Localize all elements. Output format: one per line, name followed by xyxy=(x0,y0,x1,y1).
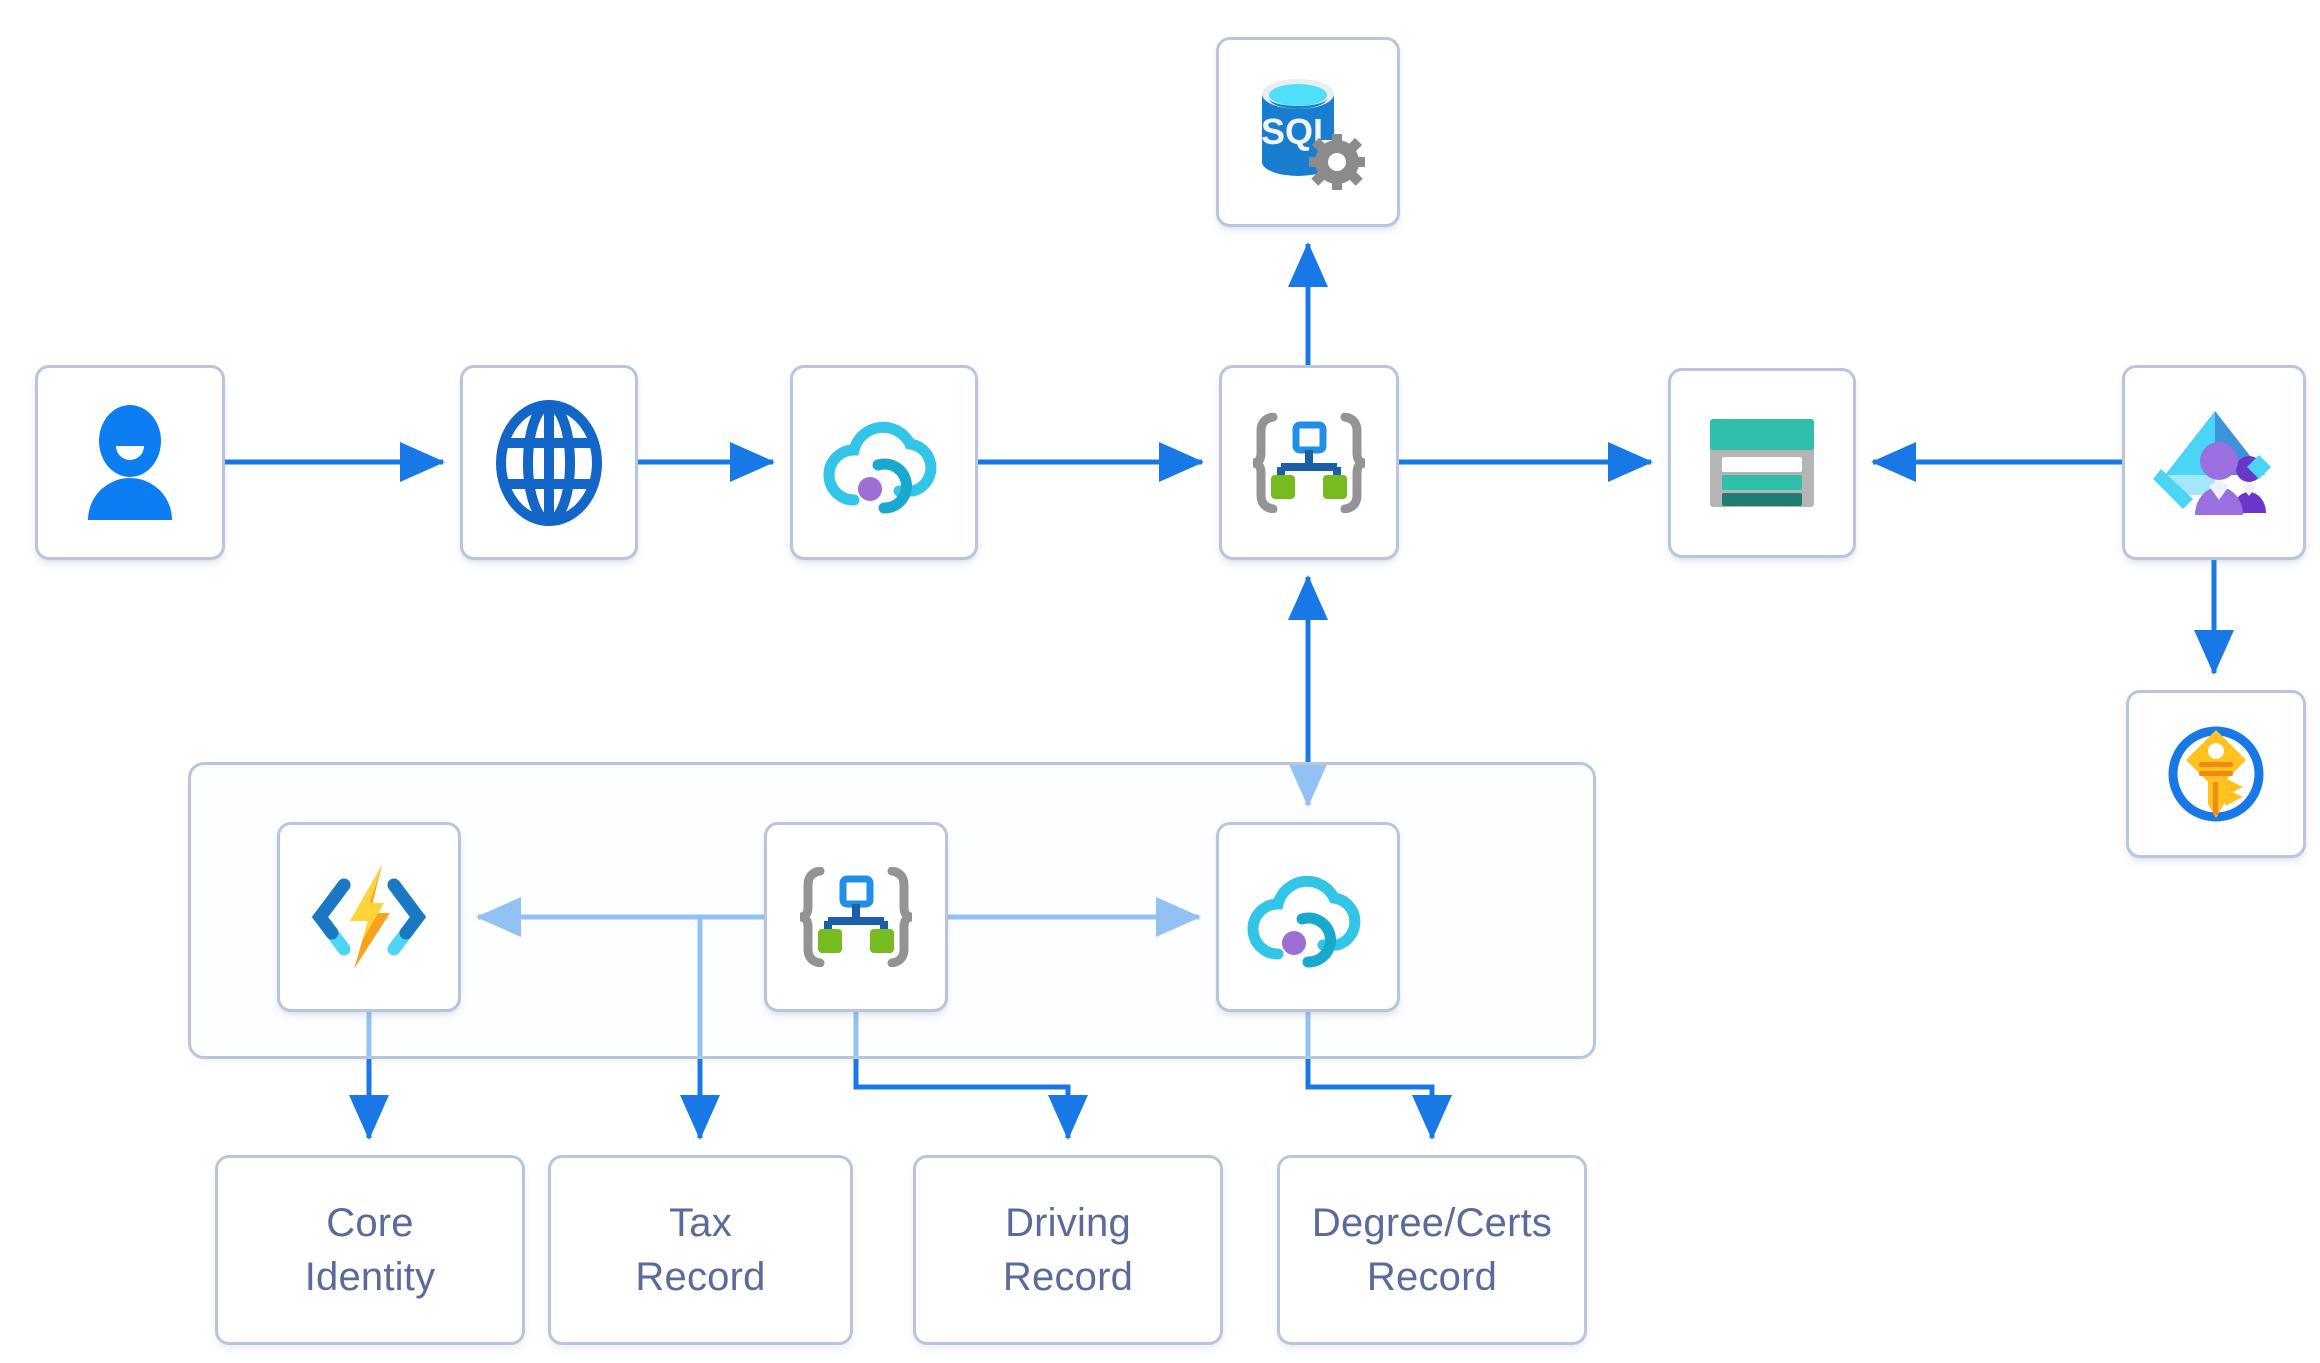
storage-table-icon xyxy=(1710,419,1814,507)
api-management-icon xyxy=(1247,875,1361,968)
node-api-app-bottom[interactable] xyxy=(764,822,948,1012)
record-label-line2: Identity xyxy=(304,1255,436,1299)
record-degree-certs-record[interactable]: Degree/Certs Record xyxy=(1277,1155,1587,1345)
record-driving-record[interactable]: Driving Record xyxy=(913,1155,1223,1345)
record-label-line1: Core xyxy=(326,1201,414,1245)
node-sql-database[interactable]: SQL xyxy=(1216,37,1400,227)
api-app-icon xyxy=(799,867,913,967)
node-api-management-bottom[interactable] xyxy=(1216,822,1400,1012)
node-user[interactable] xyxy=(35,365,225,560)
record-tax-record[interactable]: Tax Record xyxy=(548,1155,853,1345)
record-label-line2: Record xyxy=(1366,1255,1498,1299)
api-app-icon xyxy=(1252,412,1366,513)
record-core-identity[interactable]: Core Identity xyxy=(215,1155,525,1345)
api-management-icon xyxy=(823,421,937,514)
node-dns[interactable] xyxy=(460,365,638,560)
azure-functions-icon xyxy=(311,865,427,969)
node-api-management-top[interactable] xyxy=(790,365,978,560)
record-label-line2: Record xyxy=(1002,1255,1134,1299)
record-label-line1: Tax xyxy=(669,1201,732,1245)
key-vault-icon xyxy=(2168,726,2264,822)
sql-database-icon: SQL xyxy=(1261,79,1365,190)
record-label-line2: Record xyxy=(635,1255,766,1299)
record-label-line1: Degree/Certs xyxy=(1311,1201,1553,1245)
node-key-vault[interactable] xyxy=(2126,690,2306,858)
people-icon xyxy=(2195,441,2271,515)
node-api-app-top[interactable] xyxy=(1219,365,1399,560)
node-azure-functions[interactable] xyxy=(277,822,461,1012)
node-entra-id[interactable] xyxy=(2122,365,2306,560)
gear-icon xyxy=(1309,134,1365,190)
node-storage-table[interactable] xyxy=(1668,368,1856,558)
record-label-line1: Driving xyxy=(1005,1201,1131,1245)
globe-icon xyxy=(496,399,602,526)
user-icon xyxy=(88,404,172,520)
entra-id-icon xyxy=(2153,410,2271,515)
